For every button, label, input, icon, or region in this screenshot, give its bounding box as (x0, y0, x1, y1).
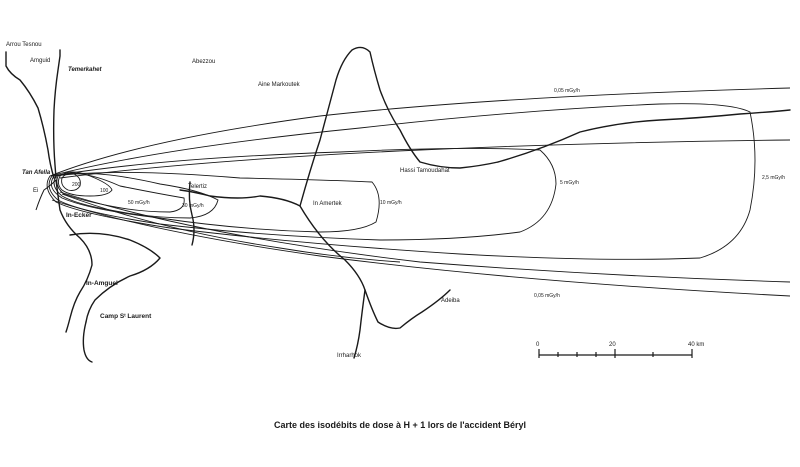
label-adeiba: Adeiba (441, 298, 460, 304)
road-amguid (52, 49, 61, 179)
label-tan-afella: Tan Afella (22, 170, 51, 176)
label-arrou-tesnou: Arrou Tesnou (6, 42, 42, 48)
label-ei: Ei (33, 188, 38, 194)
map-caption: Carte des isodébits de dose à H + 1 lors… (274, 420, 526, 430)
road-south (55, 179, 93, 333)
isodose-labels: 200 100 50 mGy/h 30 mGy/h 10 mGy/h 5 mGy… (72, 88, 785, 299)
isodose-label-200: 200 (72, 182, 81, 188)
isodose-label-0-05-top: 0,05 mGy/h (554, 88, 580, 94)
road-camp (82, 321, 93, 363)
isodose-label-30: 30 mGy/h (182, 203, 204, 209)
road-irrharhok (353, 289, 366, 359)
isodose-label-5: 5 mGy/h (560, 180, 579, 186)
scale-label-20: 20 (609, 342, 616, 348)
scale-label-0: 0 (536, 342, 540, 348)
scale-label-40: 40 km (688, 342, 704, 348)
label-abezzou: Abezzou (192, 59, 215, 65)
label-in-amguel: In-Amguel (86, 280, 118, 287)
isodose-label-2-5: 2,5 mGy/h (762, 175, 785, 181)
roads (5, 46, 791, 363)
contour-50 (56, 173, 185, 213)
label-telertiz: Telertiz (188, 184, 207, 190)
label-aine-markoutek: Aine Markoutek (258, 82, 301, 88)
contour-10 (50, 171, 380, 233)
road-north-loop (299, 46, 499, 207)
isodose-contours (46, 87, 791, 297)
contour-2-5 (46, 103, 756, 260)
fallout-ray-1 (59, 139, 791, 179)
contour-0-05-lower (51, 199, 791, 297)
isodose-label-0-05-bottom: 0,05 mGy/h (534, 293, 560, 299)
contour-0-05-upper (49, 87, 791, 177)
contour-30 (53, 172, 219, 219)
road-southeast-track (69, 232, 161, 323)
road-northwest (5, 51, 55, 179)
fallout-ray-3 (61, 193, 401, 263)
place-labels: Arrou Tesnou Amguid Temerkahet Abezzou A… (6, 42, 460, 359)
label-in-ecker: In-Ecker (66, 212, 92, 219)
isodose-label-10: 10 mGy/h (380, 200, 402, 206)
isodose-label-50: 50 mGy/h (128, 200, 150, 206)
label-irrharhok: Irrharhok (337, 353, 362, 359)
fallout-ray-2 (59, 191, 791, 283)
road-east (497, 109, 791, 163)
label-camp-st-laurent: Camp Sᵗ Laurent (100, 313, 152, 320)
label-temerkahet: Temerkahet (68, 67, 102, 73)
label-in-amertek: In Amertek (313, 201, 343, 207)
road-long-east (179, 189, 451, 330)
label-hassi-tamoudahat: Hassi Tamoudahat (400, 168, 450, 174)
scale-bar: 0 20 40 km (536, 342, 704, 358)
contour-5 (48, 147, 557, 241)
label-amguid: Amguid (30, 58, 50, 64)
road-ei (35, 179, 57, 211)
isodose-label-100: 100 (100, 188, 109, 194)
road-telertiz-south (188, 181, 195, 246)
